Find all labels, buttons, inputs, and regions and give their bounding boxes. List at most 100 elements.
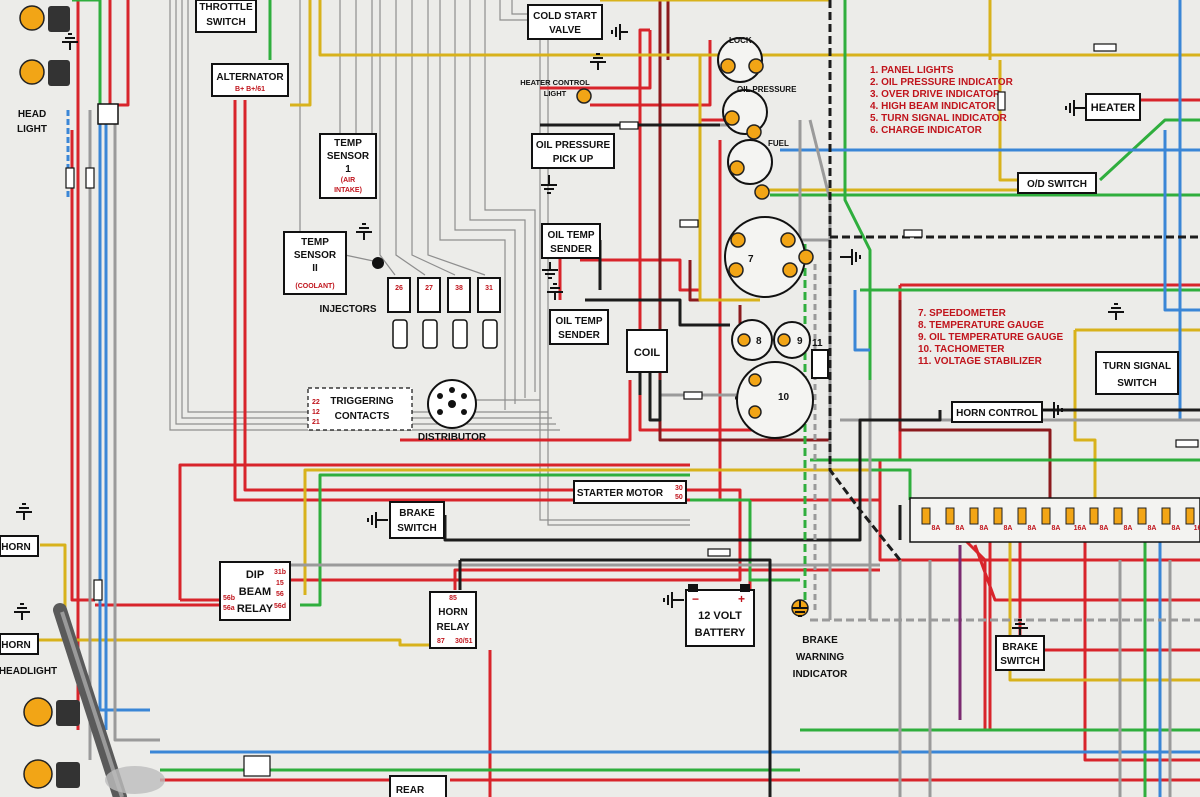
fuse-icon bbox=[945, 507, 955, 525]
label-heater-control: HEATER CONTROL bbox=[520, 78, 590, 87]
dip-pin: 56a bbox=[223, 605, 235, 612]
gauge-num-10: 10 bbox=[778, 392, 790, 403]
component-temp-sensor-2: TEMP SENSOR II (COOLANT) bbox=[283, 231, 347, 295]
component-battery: − + 12 VOLT BATTERY bbox=[685, 584, 755, 647]
fuse-icon bbox=[1185, 507, 1195, 525]
label-headlight: HEADLIGHT bbox=[0, 666, 57, 677]
gauge-num-11: 11 bbox=[812, 338, 823, 349]
label-turn-signal: TURN SIGNAL bbox=[1103, 361, 1171, 372]
legend-gauges: 7. SPEEDOMETER 8. TEMPERATURE GAUGE 9. O… bbox=[918, 308, 1064, 367]
component-oil-pressure-pickup: OIL PRESSURE PICK UP bbox=[531, 133, 615, 169]
component-heater: HEATER bbox=[1085, 93, 1141, 121]
trigger-pin: 21 bbox=[312, 419, 320, 426]
fuse-row: 8A8A8A8A8A8A16A8A8A8A8A16A bbox=[921, 507, 1200, 532]
ground-icon bbox=[1108, 303, 1124, 320]
label-brake: BRAKE bbox=[802, 635, 838, 646]
legend-item: 1. PANEL LIGHTS bbox=[870, 65, 954, 76]
label-warning: WARNING bbox=[796, 652, 845, 663]
fuse-icon bbox=[1017, 507, 1027, 525]
fuse-icon bbox=[1161, 507, 1171, 525]
wire-bundle bbox=[38, 0, 1200, 797]
component-throttle-switch: THROTTLE SWITCH bbox=[195, 0, 257, 33]
label-intake: INTAKE) bbox=[334, 187, 362, 194]
component-brake-switch-2: BRAKE SWITCH bbox=[995, 635, 1045, 671]
ground-icon bbox=[542, 262, 558, 279]
harness-junction bbox=[372, 257, 384, 269]
ground-icon bbox=[16, 503, 32, 520]
legend-item: 6. CHARGE INDICATOR bbox=[870, 125, 983, 136]
injector-pin: 38 bbox=[455, 285, 463, 292]
label-oil-temp: OIL TEMP bbox=[547, 230, 594, 241]
legend-item: 11. VOLTAGE STABILIZER bbox=[918, 356, 1043, 367]
fuse-rating: 16A bbox=[1074, 525, 1087, 532]
starter-pin: 30 bbox=[675, 485, 683, 492]
headlight-icon bbox=[19, 59, 45, 85]
injector-pin: 31 bbox=[485, 285, 493, 292]
component-triggering-contacts: TRIGGERING CONTACTS 22 12 21 bbox=[307, 387, 413, 431]
label-switch: SWITCH bbox=[1000, 656, 1039, 667]
fuse-rating: 8A bbox=[1124, 525, 1133, 532]
fuse-icon bbox=[1089, 507, 1099, 525]
label-horn: HORN bbox=[1, 640, 30, 651]
component-oil-temp-sender-1: OIL TEMP SENDER bbox=[541, 223, 601, 259]
label-temp: TEMP bbox=[334, 138, 362, 149]
label-brake: BRAKE bbox=[1002, 642, 1038, 653]
label-fuel: FUEL bbox=[768, 139, 789, 148]
ground-symbols bbox=[14, 24, 1124, 636]
label-horn-control: HORN CONTROL bbox=[956, 408, 1038, 419]
label-indicator: INDICATOR bbox=[793, 669, 848, 680]
label-switch: SWITCH bbox=[206, 17, 245, 28]
label-sender: SENDER bbox=[558, 330, 600, 341]
dip-pin: 56b bbox=[223, 595, 235, 602]
label-horn: HORN bbox=[1, 542, 30, 553]
label-light: LIGHT bbox=[544, 89, 567, 98]
label-brake: BRAKE bbox=[399, 508, 435, 519]
label-alternator: ALTERNATOR bbox=[216, 72, 284, 83]
fuse-box: 8A8A8A8A8A8A16A8A8A8A8A16A bbox=[909, 497, 1200, 543]
gauge-num-9: 9 bbox=[797, 336, 803, 347]
trigger-pin: 22 bbox=[312, 399, 320, 406]
ground-icon bbox=[590, 53, 606, 70]
label-beam: BEAM bbox=[239, 586, 271, 598]
fuse-icon bbox=[1137, 507, 1147, 525]
component-headlight-bottom: HEADLIGHT bbox=[0, 666, 80, 789]
component-turn-signal-switch: TURN SIGNAL SWITCH bbox=[1095, 351, 1179, 395]
fuse-rating: 8A bbox=[980, 525, 989, 532]
label-triggering: TRIGGERING bbox=[330, 396, 394, 407]
headlight-icon bbox=[23, 759, 53, 789]
minus-icon: − bbox=[692, 592, 699, 606]
label-sensor: SENSOR bbox=[294, 250, 337, 261]
ground-icon bbox=[356, 223, 372, 240]
tachometer-gauge bbox=[736, 361, 814, 439]
legend-item: 3. OVER DRIVE INDICATOR bbox=[870, 89, 1001, 100]
label-switch: SWITCH bbox=[1117, 378, 1156, 389]
component-heater-control-light: HEATER CONTROL LIGHT bbox=[520, 78, 590, 98]
component-horn-1: HORN bbox=[0, 535, 39, 557]
ground-icon bbox=[1065, 100, 1086, 116]
component-horn-2: HORN bbox=[0, 633, 39, 655]
fuse-rating: 8A bbox=[1148, 525, 1157, 532]
label-coil: COIL bbox=[634, 347, 661, 359]
component-distributor: DISTRIBUTOR bbox=[418, 379, 487, 443]
fuse-rating: 8A bbox=[1172, 525, 1181, 532]
fuse-icon bbox=[1065, 507, 1075, 525]
label-rear: REAR bbox=[396, 785, 425, 796]
dip-pin: 15 bbox=[276, 580, 284, 587]
fuse-icon bbox=[1113, 507, 1123, 525]
legend-item: 8. TEMPERATURE GAUGE bbox=[918, 320, 1044, 331]
dip-pin: 56 bbox=[276, 591, 284, 598]
label-od-switch: O/D SWITCH bbox=[1027, 179, 1087, 190]
label-lock: LOCK bbox=[729, 36, 752, 45]
label-relay: RELAY bbox=[237, 603, 274, 615]
label-sensor: SENSOR bbox=[327, 151, 370, 162]
fuse-rating: 16A bbox=[1194, 525, 1200, 532]
label-starter-motor: STARTER MOTOR bbox=[577, 488, 664, 499]
label-relay: RELAY bbox=[437, 622, 470, 633]
label-air: (AIR bbox=[341, 177, 355, 184]
label-dip: DIP bbox=[246, 569, 264, 581]
horn-relay-pin: 87 bbox=[437, 638, 445, 645]
label-head: HEAD bbox=[18, 109, 46, 120]
fuse-box-frame bbox=[909, 497, 1200, 543]
